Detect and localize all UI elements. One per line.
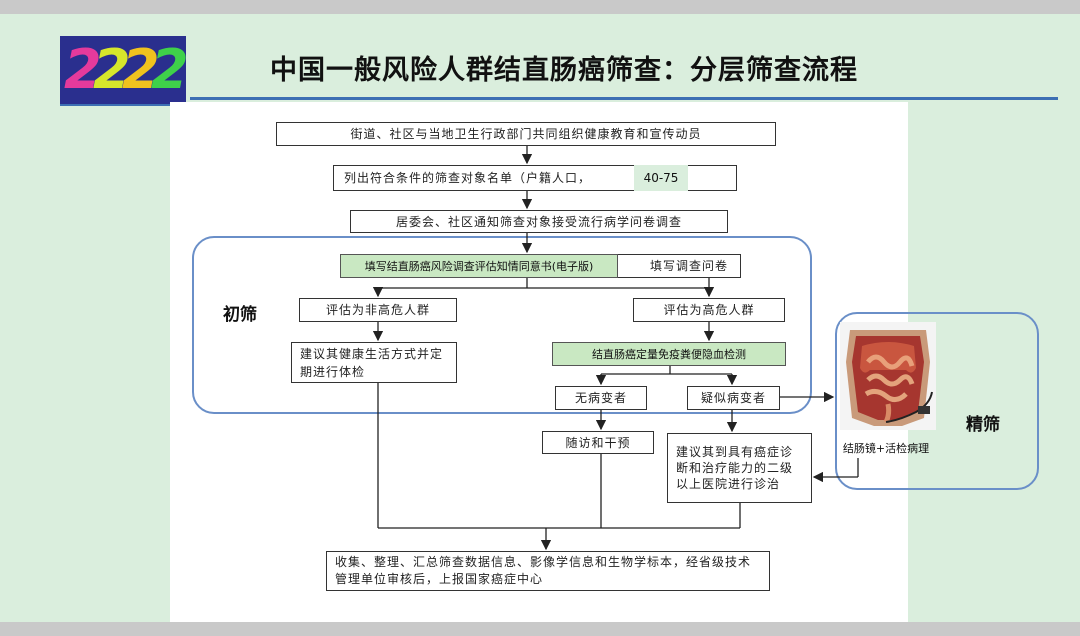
top-border (0, 0, 1080, 14)
logo-underline (60, 104, 186, 106)
informed-consent-form: 填写结直肠癌风险调查评估知情同意书(电子版) (340, 254, 618, 278)
fill-questionnaire-tail: 填写调查问卷 (649, 259, 728, 273)
high-risk-group: 评估为高危人群 (633, 298, 785, 322)
follow-up-intervention: 随访和干预 (542, 431, 654, 454)
fine-screening-region (835, 312, 1039, 490)
logo: 2 2 2 2 (60, 36, 186, 104)
age-range-badge: 40-75 (634, 165, 688, 191)
hospital-referral: 建议其到具有癌症诊断和治疗能力的二级以上医院进行诊治 (667, 433, 812, 503)
primary-screening-region (192, 236, 812, 414)
slide-title: 中国一般风险人群结直肠癌筛查：分层筛查流程 (270, 55, 858, 86)
logo-digit-3: 2 (122, 38, 160, 101)
bottom-border (0, 622, 1080, 636)
fine-screening-label: 精筛 (966, 415, 1000, 435)
suspected-lesion: 疑似病变者 (687, 386, 780, 410)
colon-illustration (840, 322, 936, 430)
step-notify-questionnaire: 居委会、社区通知筛查对象接受流行病学问卷调查 (350, 210, 728, 233)
logo-digit-4: 2 (151, 38, 186, 101)
no-lesion: 无病变者 (555, 386, 647, 410)
data-collection-report: 收集、整理、汇总筛查数据信息、影像学信息和生物学标本，经省级技术管理单位审核后，… (326, 551, 770, 591)
primary-screening-label: 初筛 (223, 305, 257, 325)
logo-digit-2: 2 (93, 38, 131, 101)
low-risk-advice: 建议其健康生活方式并定期进行体检 (291, 342, 457, 383)
colonoscopy-caption: 结肠镜+活检病理 (842, 442, 930, 455)
step-health-education: 街道、社区与当地卫生行政部门共同组织健康教育和宣传动员 (276, 122, 776, 146)
logo-digit-1: 2 (64, 38, 102, 101)
title-underline (190, 97, 1058, 100)
fit-test: 结直肠癌定量免疫粪便隐血检测 (552, 342, 786, 366)
intestine-icon (846, 330, 933, 426)
step-list-prefix: 列出符合条件的筛查对象名单（户籍人口， (344, 171, 592, 185)
low-risk-group: 评估为非高危人群 (299, 298, 457, 322)
